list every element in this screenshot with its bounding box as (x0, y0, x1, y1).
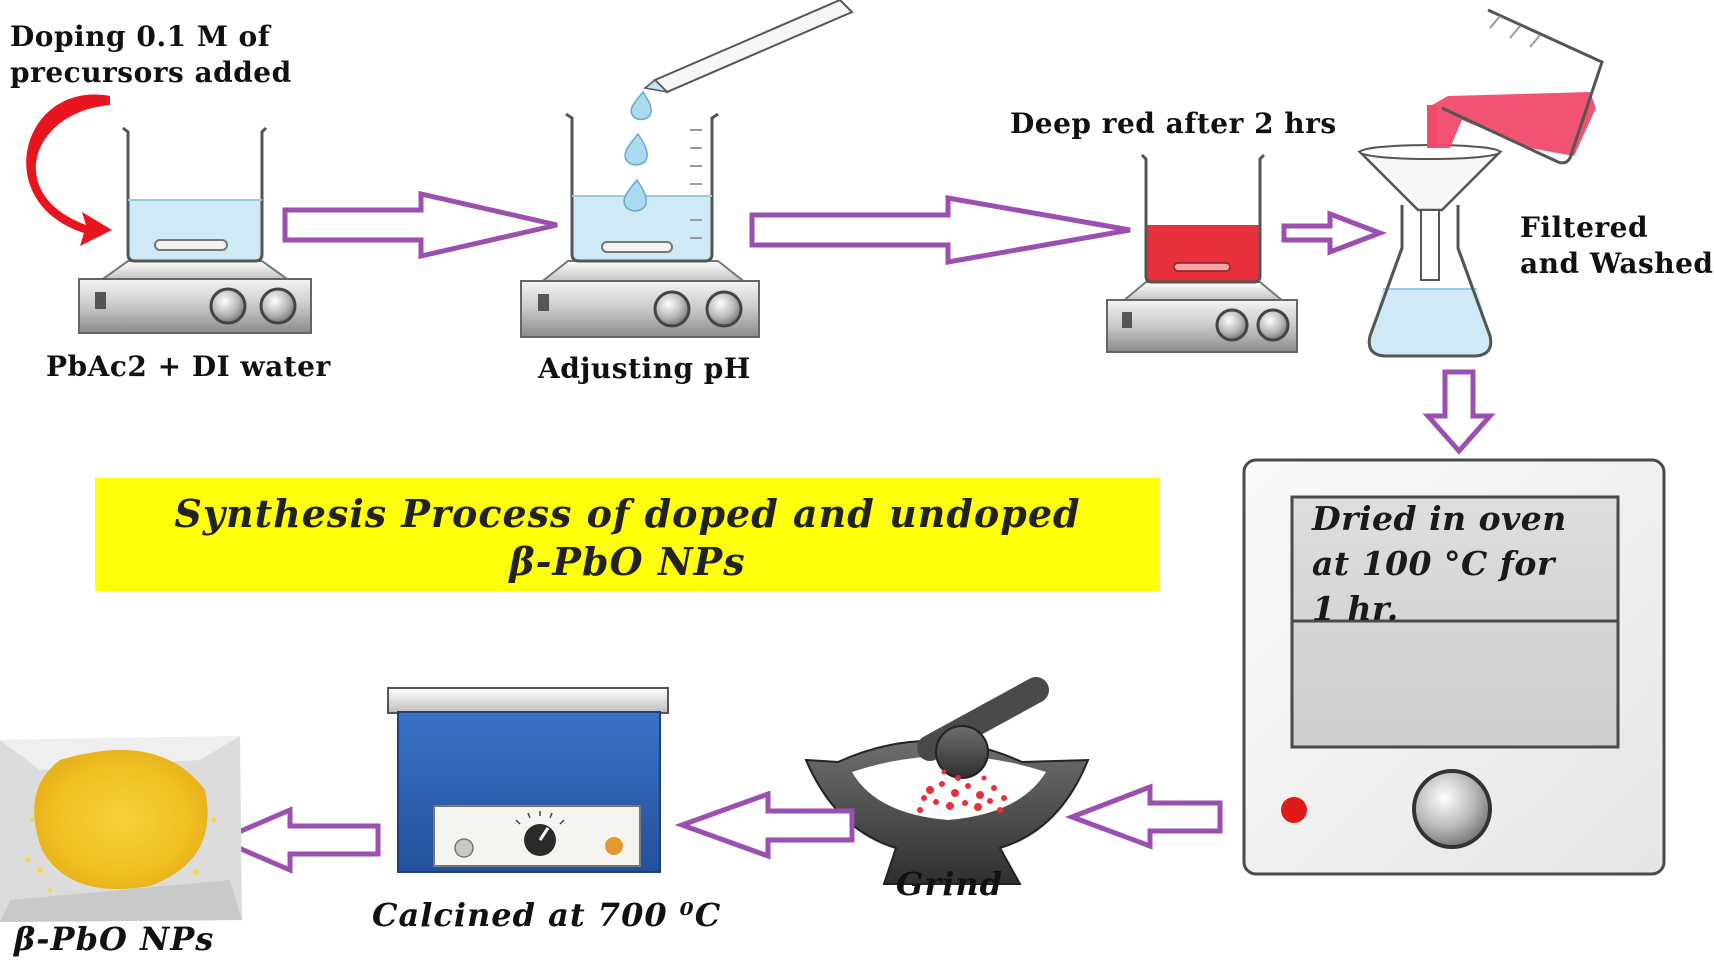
drying-oven (1242, 458, 1666, 876)
arrow-3 (1281, 210, 1388, 256)
label-filtered-line1: Filtered (1520, 211, 1649, 244)
magnetic-stirrer-2 (520, 260, 760, 338)
pouring-beaker (1427, 8, 1604, 165)
filter-funnel (1356, 144, 1504, 281)
label-product: β-PbO NPs (14, 920, 215, 958)
label-filtered: Filtered and Washed (1520, 210, 1714, 282)
label-pbac2: PbAc2 + DI water (46, 350, 331, 383)
arrow-4 (1422, 369, 1496, 455)
banner-line2: β-PbO NPs (509, 539, 746, 584)
label-doping: Doping 0.1 M of precursors added (10, 19, 292, 91)
oven-text-line1: Dried in oven (1312, 499, 1567, 538)
arrow-1 (282, 190, 558, 260)
label-doping-line2: precursors added (10, 56, 292, 89)
label-doping-line1: Doping 0.1 M of (10, 20, 271, 53)
label-deep-red: Deep red after 2 hrs (1010, 107, 1337, 140)
oven-text-line3: 1 hr. (1312, 589, 1399, 628)
label-grind: Grind (896, 865, 1003, 903)
red-particles (917, 769, 1007, 813)
arrow-2 (749, 195, 1131, 265)
red-curved-arrow (26, 94, 112, 246)
beaker-1 (122, 126, 268, 263)
mortar-and-pestle (804, 677, 1090, 885)
label-filtered-line2: and Washed (1520, 247, 1714, 280)
beaker-2 (565, 112, 719, 263)
arrow-5 (1064, 783, 1223, 850)
arrow-6 (674, 790, 855, 860)
beaker-3 (1140, 153, 1266, 284)
label-calcined: Calcined at 700 ⁰C (372, 896, 722, 934)
banner-line1: Synthesis Process of doped and undoped (174, 491, 1081, 536)
label-adjusting-ph: Adjusting pH (538, 352, 751, 385)
beta-pbo-powder (0, 736, 242, 922)
oven-screen-text: Dried in oven at 100 °C for 1 hr. (1312, 496, 1612, 631)
pipette (643, 0, 854, 94)
calcination-furnace (387, 687, 669, 873)
water-drops (623, 90, 652, 212)
title-banner: Synthesis Process of doped and undoped β… (95, 478, 1160, 591)
arrow-7 (213, 806, 381, 874)
magnetic-stirrer-1 (78, 260, 312, 334)
magnetic-stirrer-3 (1106, 281, 1298, 353)
oven-text-line2: at 100 °C for (1312, 544, 1555, 583)
